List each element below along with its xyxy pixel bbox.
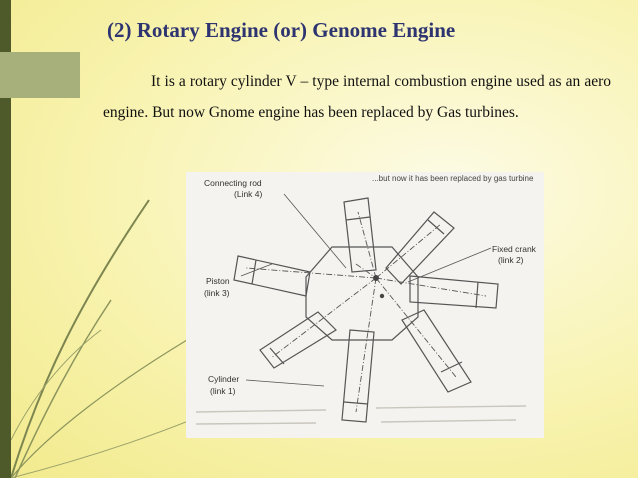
cylinder-top — [343, 197, 377, 273]
label-piston: Piston — [206, 276, 230, 286]
cylinder-upper-right — [385, 211, 455, 285]
rotary-engine-diagram: ...but now it has been replaced by gas t… — [186, 172, 544, 438]
paragraph-text: It is a rotary cylinder V – type interna… — [103, 73, 611, 121]
label-connecting-rod-link: (Link 4) — [234, 189, 263, 199]
label-cylinder-link: (link 1) — [210, 386, 236, 396]
cylinder-bottom — [341, 329, 375, 423]
label-fixed-crank-link: (link 2) — [498, 255, 524, 265]
cylinder-right — [409, 275, 499, 309]
label-piston-link: (link 3) — [204, 288, 230, 298]
label-fixed-crank: Fixed crank — [492, 244, 537, 254]
title-accent-tab — [0, 52, 80, 98]
body-paragraph: It is a rotary cylinder V – type interna… — [103, 66, 611, 128]
left-accent-bar — [0, 0, 11, 478]
label-cylinder: Cylinder — [208, 374, 239, 384]
figure-top-caption: ...but now it has been replaced by gas t… — [372, 174, 534, 183]
crankcase-outline — [305, 246, 419, 341]
crank-pin — [373, 275, 379, 281]
cylinder-lower-right — [401, 309, 472, 393]
cylinder-lower-left — [259, 311, 337, 369]
decorative-strokes — [11, 199, 191, 478]
label-connecting-rod: Connecting rod — [204, 178, 262, 188]
slide-title: (2) Rotary Engine (or) Genome Engine — [107, 18, 456, 42]
engine-diagram-svg: ...but now it has been replaced by gas t… — [195, 174, 537, 425]
cylinder-left — [233, 255, 311, 297]
crank-center — [379, 293, 385, 299]
